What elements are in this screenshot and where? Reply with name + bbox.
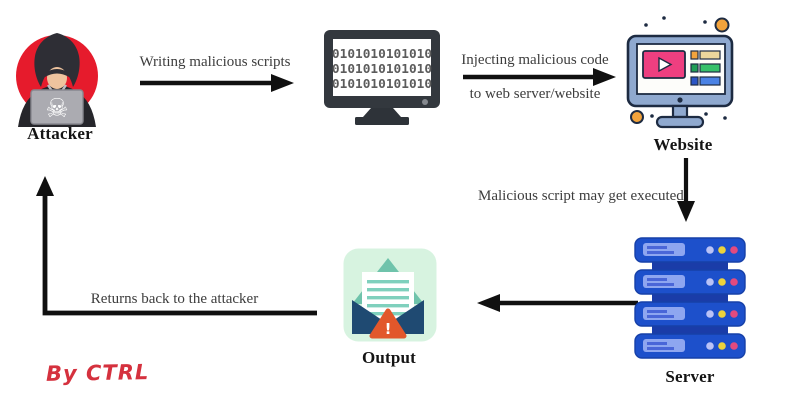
edge-label-writing: Writing malicious scripts <box>139 54 291 70</box>
attacker-label: Attacker <box>27 124 93 143</box>
server-icon <box>634 237 746 359</box>
binary-line-2: 0101010101010 <box>332 62 432 77</box>
edge-label-injecting-1: Injecting malicious code <box>461 52 609 68</box>
binary-line-3: 0101010101010 <box>332 77 432 92</box>
credit-text: By CTRL <box>45 360 150 386</box>
edge-label-injecting-2: to web server/website <box>469 86 601 102</box>
website-label: Website <box>653 135 713 154</box>
edge-label-returns: Returns back to the attacker <box>90 291 259 307</box>
output-icon: ! <box>343 248 437 342</box>
arrow-attacker-to-code <box>140 74 294 92</box>
edge-label-executed: Malicious script may get executed <box>478 188 684 204</box>
skull-icon: ☠ <box>45 94 68 123</box>
output-label: Output <box>361 348 417 367</box>
warning-triangle-icon <box>369 308 407 339</box>
arrow-code-to-website <box>463 68 616 86</box>
website-icon <box>626 16 734 129</box>
binary-line-1: 0101010101010 <box>332 47 432 62</box>
malicious-code-monitor-icon: 0101010101010 0101010101010 010101010101… <box>324 30 440 125</box>
arrow-server-to-output <box>477 294 638 312</box>
warning-exclamation: ! <box>385 320 392 338</box>
server-label: Server <box>665 367 715 386</box>
attacker-icon: ☠ <box>16 33 98 127</box>
